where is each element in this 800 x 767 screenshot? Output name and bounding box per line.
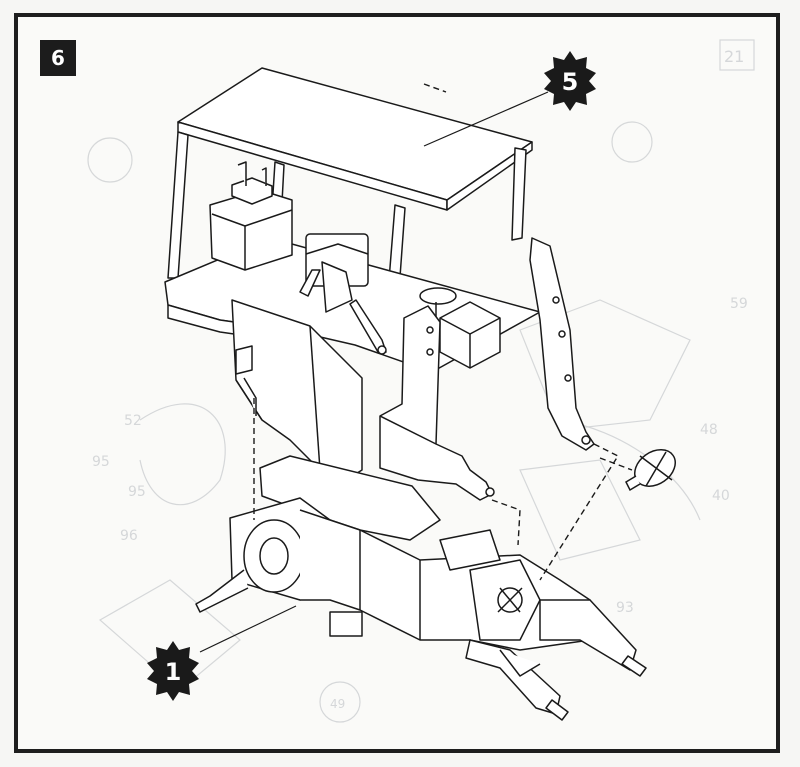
bleed-label: 40	[712, 488, 730, 504]
assembly-guide-lines	[253, 83, 633, 581]
callout-label: 5	[562, 68, 579, 96]
transmission-icon	[195, 455, 647, 721]
callout-label: 1	[165, 658, 182, 686]
bleed-label: 96	[120, 528, 138, 544]
bleed-label: 93	[616, 600, 634, 616]
bleed-label: 59	[730, 296, 748, 312]
bleed-label: 49	[330, 697, 345, 711]
bleed-label: 95	[92, 454, 110, 470]
cab-canopy-icon	[164, 67, 595, 501]
callout-badge-5: 5	[544, 51, 596, 111]
bleed-label: 48	[700, 422, 718, 438]
callout-leaders	[199, 91, 549, 653]
callout-badge-1: 1	[147, 641, 199, 701]
clip-part-icon	[625, 449, 676, 492]
step-number-badge: 6	[40, 40, 76, 76]
bleed-page-number: 21	[724, 47, 744, 66]
bleed-label: 95	[128, 484, 146, 500]
bleed-label: 52	[124, 413, 142, 429]
